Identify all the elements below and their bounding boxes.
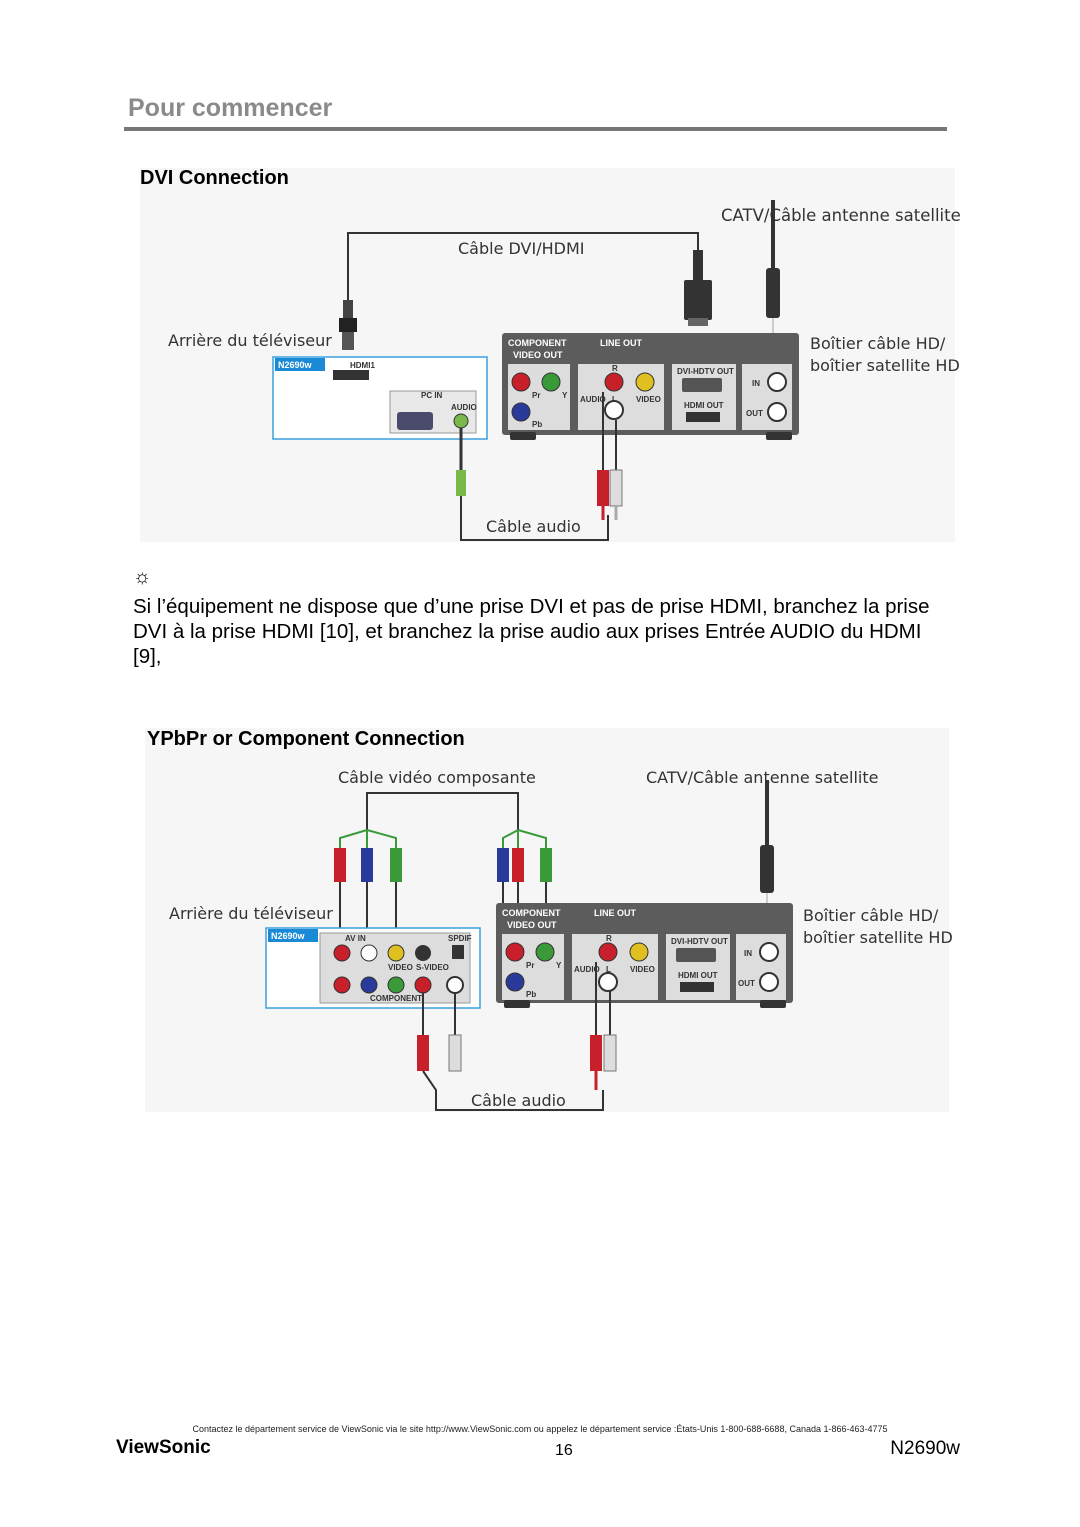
- tv-hdmi-port: [333, 370, 369, 380]
- audio-plug-tv: [456, 470, 466, 496]
- note-sun-icon: ☼: [133, 566, 152, 588]
- ypbpr-label-box: Boîtier câble HD/: [803, 906, 939, 925]
- dvi-label-box2: boîtier satellite HD: [810, 356, 960, 375]
- title-rule: [124, 127, 947, 131]
- svg-text:LINE OUT: LINE OUT: [594, 908, 637, 918]
- svg-text:R: R: [606, 934, 612, 943]
- svg-text:SPDIF: SPDIF: [448, 934, 472, 943]
- svg-text:OUT: OUT: [746, 409, 763, 418]
- dvi-diagram-title: DVI Connection: [140, 167, 289, 189]
- svg-text:DVI-HDTV OUT: DVI-HDTV OUT: [671, 937, 728, 946]
- svg-text:HDMI OUT: HDMI OUT: [684, 401, 724, 410]
- ypbpr-connection-diagram: N2690w AV IN SPDIF VIDEO S-VIDEO COMPONE…: [265, 780, 793, 1111]
- svg-text:Pr: Pr: [532, 391, 540, 400]
- dvi-label-catv: CATV/Câble antenne satellite: [721, 206, 961, 225]
- note-text: Si l’équipement ne dispose que d’une pri…: [133, 595, 930, 668]
- svg-text:Y: Y: [556, 961, 562, 970]
- svg-text:L: L: [612, 395, 617, 404]
- svg-text:COMPONENT: COMPONENT: [502, 908, 561, 918]
- svg-text:COMPONENT: COMPONENT: [508, 338, 567, 348]
- dvi-hdmi-cable: [347, 232, 699, 330]
- rca-red-plug: [597, 470, 609, 506]
- svg-text:S-VIDEO: S-VIDEO: [416, 963, 449, 972]
- svg-text:N2690w: N2690w: [271, 931, 306, 941]
- tv-hdmi-label: HDMI1: [350, 361, 375, 370]
- svg-text:OUT: OUT: [738, 979, 755, 988]
- svg-text:Y: Y: [562, 391, 568, 400]
- svg-text:AV IN: AV IN: [345, 934, 366, 943]
- dvi-label-audio-cable: Câble audio: [486, 517, 581, 536]
- svg-text:VIDEO OUT: VIDEO OUT: [513, 350, 563, 360]
- tv-audio-label: AUDIO: [451, 403, 477, 412]
- hdmi-plug: [339, 300, 357, 350]
- brand-logo: ViewSonic: [116, 1437, 211, 1458]
- ypbpr-label-box2: boîtier satellite HD: [803, 928, 953, 947]
- svg-text:LINE OUT: LINE OUT: [600, 338, 643, 348]
- dvi-plug: [684, 250, 712, 326]
- svg-text:L: L: [606, 965, 611, 974]
- ypbpr-diagram-title: YPbPr or Component Connection: [147, 728, 465, 750]
- ypbpr-label-audio-cable: Câble audio: [471, 1091, 566, 1110]
- svg-text:COMPONENT: COMPONENT: [370, 994, 422, 1003]
- svg-text:IN: IN: [744, 949, 752, 958]
- section-title: Pour commencer: [128, 94, 333, 122]
- dvi-connection-diagram: N2690w HDMI1 PC IN AUDIO COMPONENT VIDEO…: [272, 200, 799, 541]
- ypbpr-label-catv: CATV/Câble antenne satellite: [646, 768, 879, 787]
- svg-text:VIDEO OUT: VIDEO OUT: [507, 920, 557, 930]
- svg-text:HDMI OUT: HDMI OUT: [678, 971, 718, 980]
- svg-text:Pb: Pb: [532, 420, 542, 429]
- svg-text:Pb: Pb: [526, 990, 536, 999]
- svg-text:VIDEO: VIDEO: [388, 963, 413, 972]
- model-name: N2690w: [890, 1438, 960, 1459]
- page-number: 16: [555, 1442, 573, 1459]
- dvi-label-tv-back: Arrière du téléviseur: [168, 331, 332, 350]
- ypbpr-label-cable: Câble vidéo composante: [338, 768, 536, 787]
- svg-text:VIDEO: VIDEO: [630, 965, 655, 974]
- dvi-label-box: Boîtier câble HD/: [810, 334, 946, 353]
- tv-model-tag: [275, 358, 325, 371]
- svg-text:IN: IN: [752, 379, 760, 388]
- tv-pcin-label: PC IN: [421, 391, 443, 400]
- svg-text:DVI-HDTV OUT: DVI-HDTV OUT: [677, 367, 734, 376]
- dvi-label-cable: Câble DVI/HDMI: [458, 239, 585, 258]
- svg-text:AUDIO: AUDIO: [574, 965, 600, 974]
- svg-text:AUDIO: AUDIO: [580, 395, 606, 404]
- tv-vga-port: [397, 412, 433, 430]
- audio-cable: [460, 496, 609, 541]
- svg-text:R: R: [612, 364, 618, 373]
- tv-model-tag-text: N2690w: [278, 360, 313, 370]
- footer-contact: Contactez le département service de View…: [192, 1424, 888, 1434]
- ypbpr-label-tv-back: Arrière du téléviseur: [169, 904, 333, 923]
- component-plugs-tv: [334, 829, 402, 960]
- svg-text:Pr: Pr: [526, 961, 534, 970]
- svg-text:VIDEO: VIDEO: [636, 395, 661, 404]
